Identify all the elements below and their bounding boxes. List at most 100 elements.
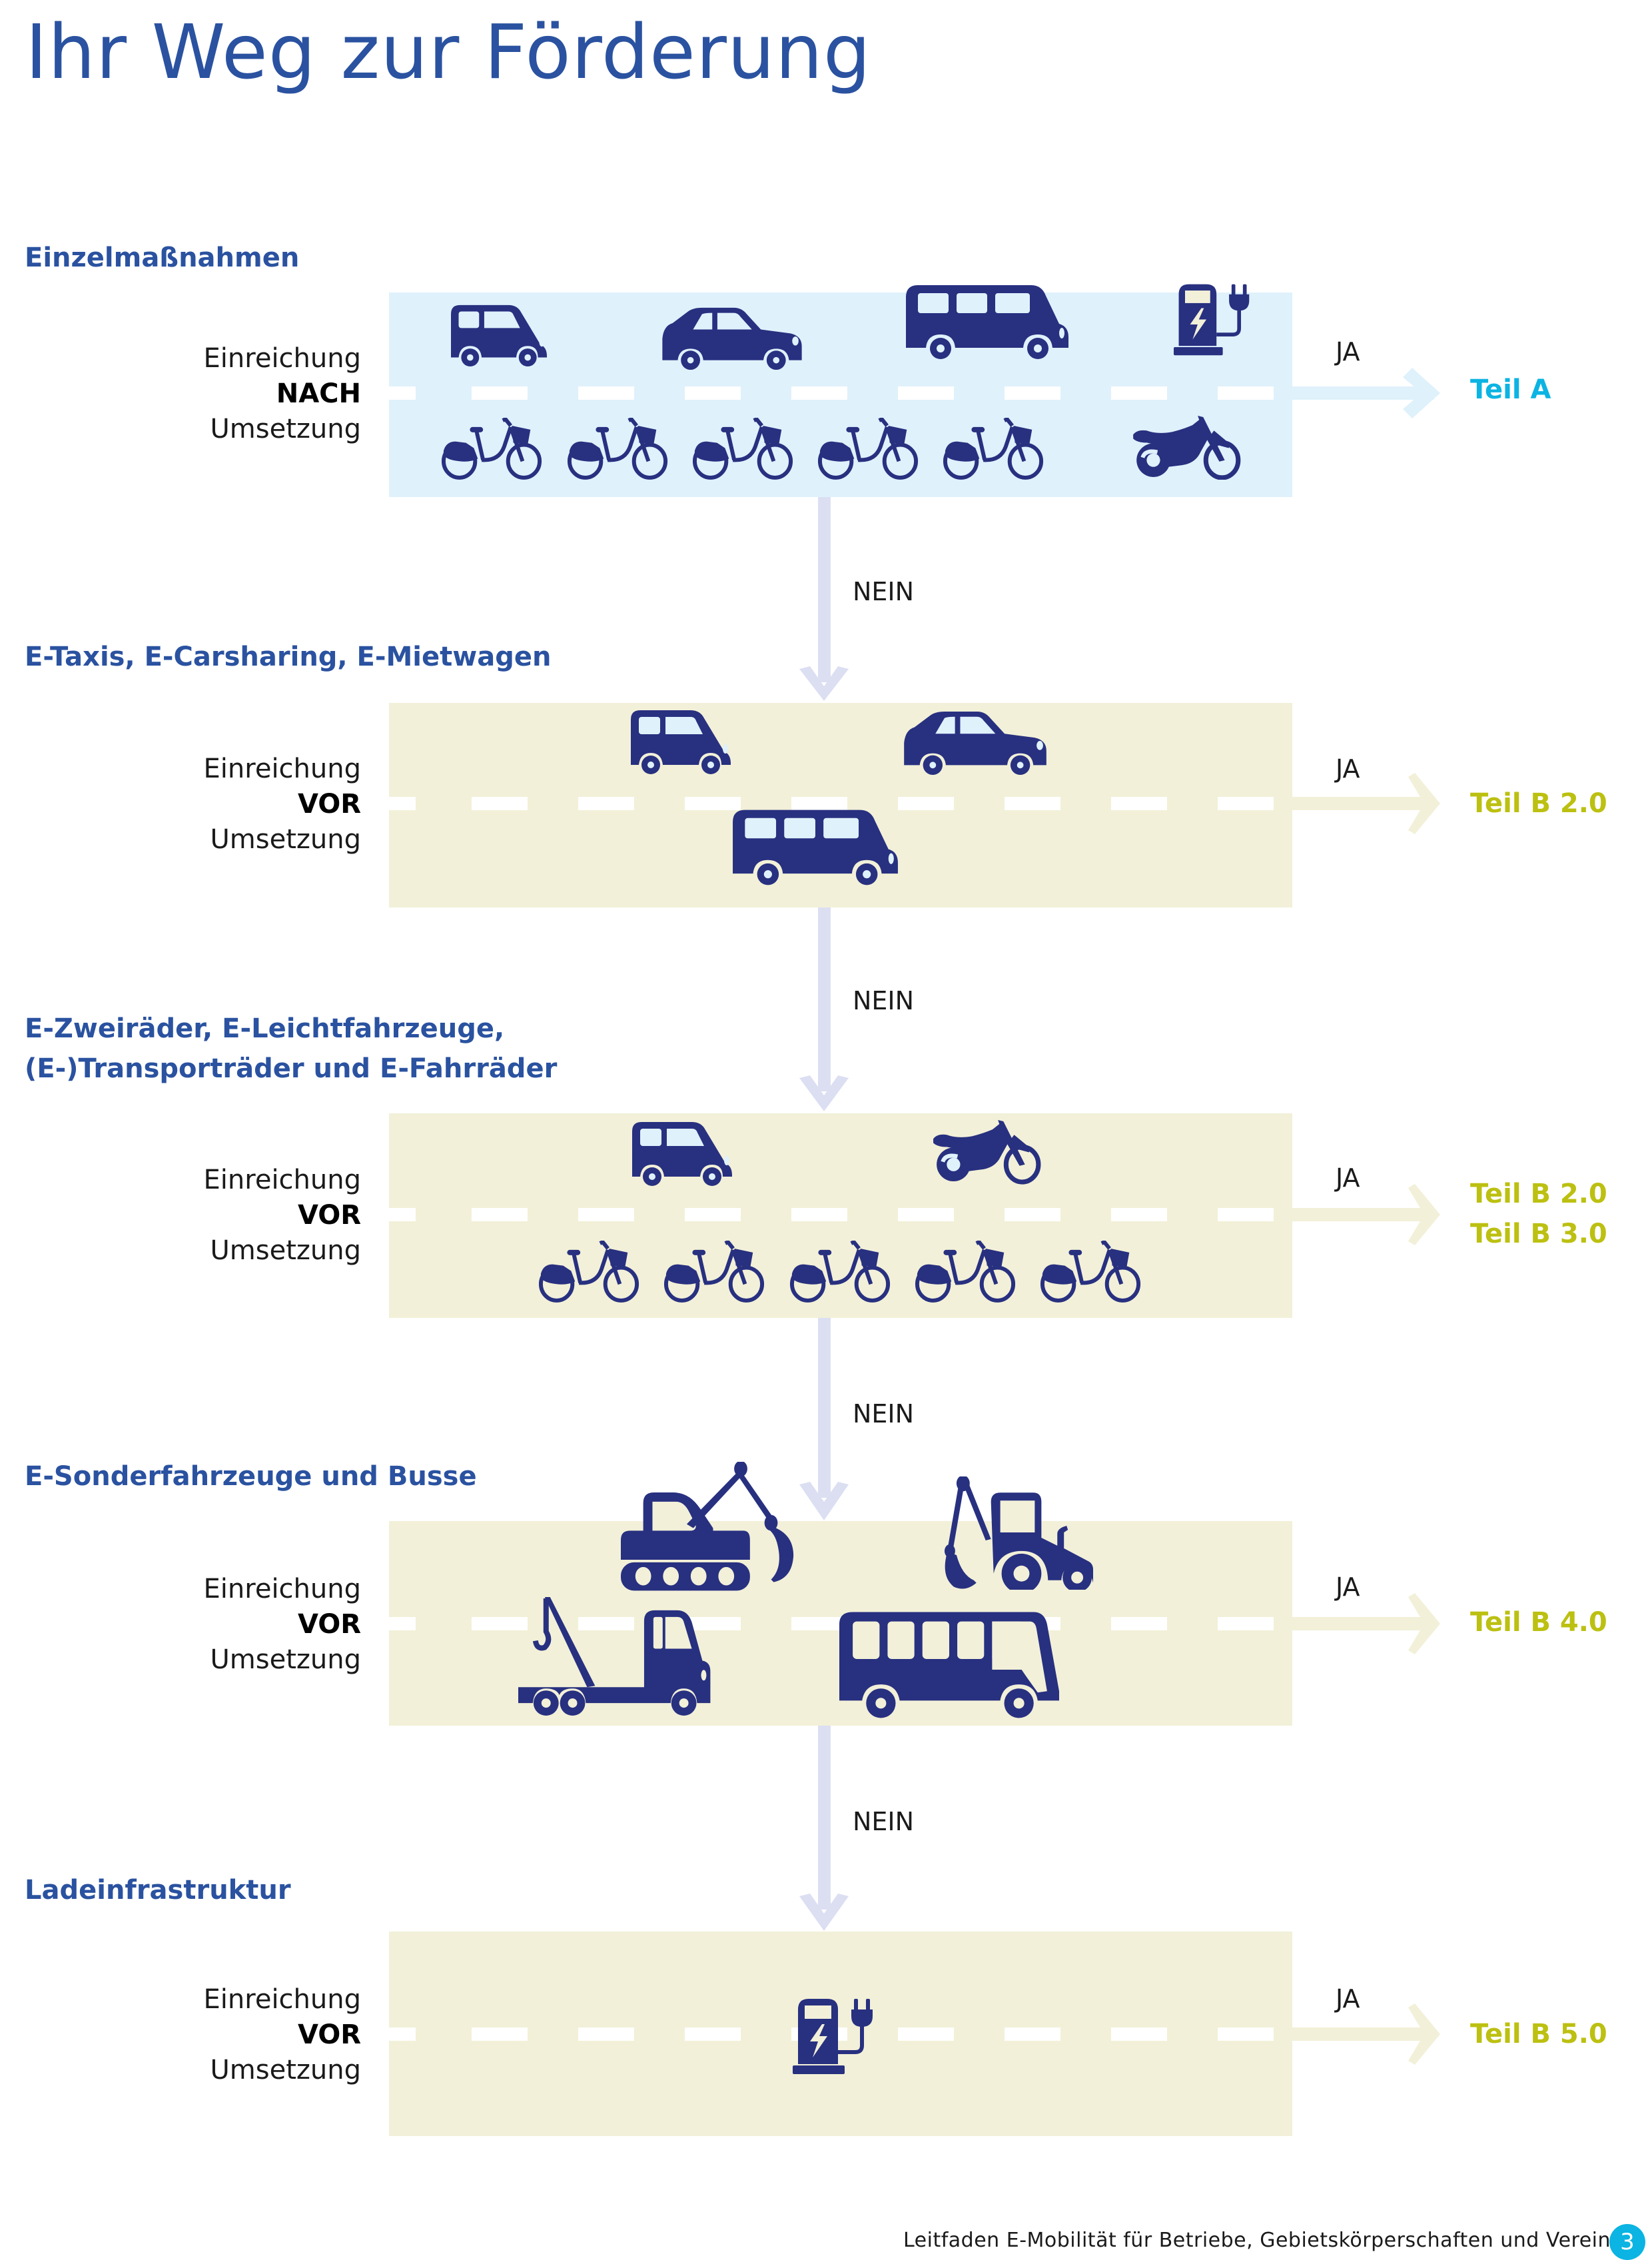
label-umsetzung: Umsetzung — [210, 1235, 361, 1266]
road-dash — [685, 386, 741, 400]
icon-shape — [1174, 284, 1249, 356]
road-dash — [1218, 386, 1274, 400]
road-dash — [389, 1208, 416, 1221]
icon-shape — [793, 1999, 873, 2074]
result-teil-a[interactable]: Teil A — [1470, 374, 1551, 405]
no-label-3: NEIN — [853, 1399, 915, 1428]
label-umsetzung: Umsetzung — [210, 414, 361, 444]
right-arrow-1 — [1292, 368, 1440, 418]
page-title: Ihr Weg zur Förderung — [25, 9, 872, 96]
right-arrow-2 — [1292, 773, 1440, 834]
result-teil-b-4-0[interactable]: Teil B 4.0 — [1470, 1607, 1607, 1638]
right-arrow-5 — [1292, 2003, 1440, 2065]
road-dash — [1111, 2027, 1167, 2041]
icon-shape — [820, 419, 916, 478]
minibus-icon — [731, 808, 901, 887]
icon-shape — [945, 419, 1041, 478]
label-timing: VOR — [297, 1609, 361, 1640]
road-dash — [578, 1617, 634, 1630]
road-dash — [1218, 1617, 1274, 1630]
road-dash — [791, 386, 847, 400]
icon-shape — [621, 1461, 793, 1591]
excavator-icon — [621, 1462, 802, 1591]
road-dash — [1111, 1208, 1167, 1221]
road-dash — [1005, 1208, 1060, 1221]
icon-shape — [695, 419, 791, 478]
section-title-ladeinfrastruktur: Ladeinfrastruktur — [25, 1875, 291, 1906]
road-dash — [578, 2027, 634, 2041]
icon-shape — [945, 1475, 1093, 1593]
tow-truck-icon — [518, 1594, 757, 1717]
e-bike-icon — [788, 1241, 893, 1303]
road-dash — [472, 386, 528, 400]
submission-timing-label-5: Einreichung VOR Umsetzung — [120, 1982, 361, 2088]
road-dash — [898, 2027, 954, 2041]
e-bike-icon — [566, 418, 671, 480]
road-dashes — [389, 1208, 1292, 1221]
label-einreichung: Einreichung — [203, 343, 361, 374]
road-dash — [389, 386, 416, 400]
bus-icon — [839, 1610, 1060, 1718]
van-icon — [623, 708, 738, 774]
e-bike-icon — [941, 418, 1046, 480]
minibus-icon — [905, 284, 1071, 360]
road-dash — [685, 2027, 741, 2041]
icon-shape — [666, 1242, 762, 1301]
road-dash — [685, 1617, 741, 1630]
road-dash — [1218, 1208, 1274, 1221]
no-label-4: NEIN — [853, 1807, 915, 1836]
icon-shape — [1133, 416, 1238, 478]
label-timing: VOR — [297, 789, 361, 820]
icon-shape — [839, 1612, 1059, 1718]
icon-shape — [451, 305, 547, 366]
down-arrow-2 — [799, 907, 849, 1111]
road-dash — [898, 1208, 954, 1221]
label-einreichung: Einreichung — [203, 1574, 361, 1604]
result-teil-b-2-0[interactable]: Teil B 2.0 — [1470, 788, 1607, 819]
icon-shape — [1042, 1242, 1138, 1301]
road-dash — [791, 1617, 847, 1630]
road-dash — [389, 2027, 416, 2041]
section-title-einzelmassnahmen: Einzelmaßnahmen — [25, 243, 300, 273]
e-bike-icon — [913, 1241, 1019, 1303]
down-arrow-3 — [799, 1318, 849, 1520]
road-dash — [685, 797, 741, 810]
tractor-backhoe-icon — [939, 1476, 1095, 1590]
section-title-e-taxis: E-Taxis, E-Carsharing, E-Mietwagen — [25, 642, 552, 672]
label-timing: NACH — [276, 378, 361, 409]
down-arrow-1 — [799, 496, 849, 701]
submission-timing-label-2: Einreichung VOR Umsetzung — [120, 752, 361, 857]
result-teil-b-2-0[interactable]: Teil B 2.0 — [1470, 1179, 1607, 1209]
submission-timing-label-4: Einreichung VOR Umsetzung — [120, 1572, 361, 1678]
car-icon — [899, 710, 1052, 776]
e-bike-icon — [1038, 1241, 1144, 1303]
right-arrow-3 — [1292, 1184, 1440, 1245]
label-einreichung: Einreichung — [203, 754, 361, 784]
road-dash — [472, 1617, 528, 1630]
submission-timing-label-1: Einreichung NACH Umsetzung — [120, 341, 361, 447]
result-teil-b-3-0[interactable]: Teil B 3.0 — [1470, 1219, 1607, 1249]
yes-label-4: JA — [1336, 1572, 1360, 1602]
result-teil-b-5-0[interactable]: Teil B 5.0 — [1470, 2019, 1607, 2049]
road-dash — [472, 797, 528, 810]
label-umsetzung: Umsetzung — [210, 1644, 361, 1675]
yes-label-5: JA — [1336, 1984, 1360, 2013]
road-dash — [472, 1208, 528, 1221]
yes-label-2: JA — [1336, 754, 1360, 784]
road-dash — [1111, 386, 1167, 400]
road-dashes — [389, 797, 1292, 810]
icon-shape — [631, 710, 731, 774]
icon-shape — [733, 810, 898, 885]
icon-shape — [632, 1122, 732, 1186]
road-dash — [1005, 797, 1060, 810]
road-dash — [685, 1208, 741, 1221]
van-icon — [625, 1119, 739, 1186]
icon-shape — [917, 1242, 1013, 1301]
road-dash — [898, 386, 954, 400]
label-timing: VOR — [297, 1200, 361, 1231]
submission-timing-label-3: Einreichung VOR Umsetzung — [120, 1163, 361, 1269]
icon-shape — [444, 419, 540, 478]
road-dash — [578, 797, 634, 810]
icon-shape — [933, 1120, 1038, 1182]
